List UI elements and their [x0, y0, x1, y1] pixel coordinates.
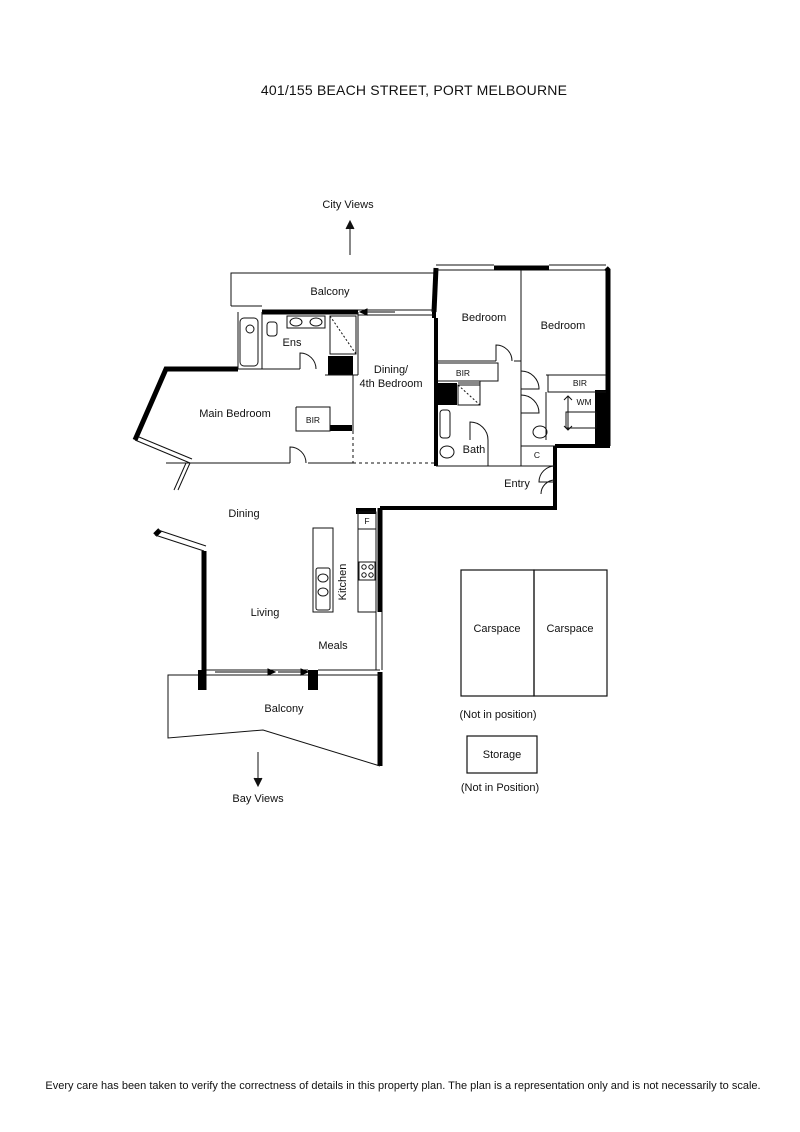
kitchen-fixtures	[312, 511, 377, 613]
plan-title: 401/155 BEACH STREET, PORT MELBOURNE	[260, 82, 568, 98]
bottom-balcony	[167, 674, 381, 767]
windows	[134, 264, 606, 676]
bathroom-fixtures	[239, 315, 573, 459]
carspace-1-label: Carspace	[473, 623, 520, 635]
wm-label: WM	[576, 397, 591, 407]
bir-bed2-label: BIR	[573, 378, 587, 388]
bay-views-label: Bay Views	[232, 793, 284, 805]
dining-4th-label-line2: 4th Bedroom	[360, 378, 423, 390]
dining-label: Dining	[228, 508, 259, 520]
living-label: Living	[251, 607, 280, 619]
carspace-storage	[460, 569, 608, 774]
fridge-label: F	[364, 516, 369, 526]
entry-label: Entry	[504, 478, 530, 490]
c-label: C	[534, 450, 540, 460]
bath-label: Bath	[463, 444, 486, 456]
carspace-note: (Not in position)	[459, 709, 536, 721]
top-balcony	[230, 272, 434, 307]
disclaimer: Every care has been taken to verify the …	[45, 1080, 761, 1092]
dining-4th-label-line1: Dining/	[374, 364, 409, 376]
ens-label: Ens	[283, 337, 302, 349]
bay-views-arrow	[253, 752, 263, 788]
bir-main-label: BIR	[306, 415, 320, 425]
bedroom-2-label: Bedroom	[541, 320, 586, 332]
interior-walls	[166, 270, 606, 467]
storage-label: Storage	[483, 749, 522, 761]
sliding-door-arrows	[215, 308, 395, 676]
exterior-walls	[132, 265, 611, 766]
city-views-label: City Views	[322, 199, 374, 211]
city-views-arrow	[345, 219, 355, 255]
kitchen-label: Kitchen	[337, 564, 349, 601]
balcony-bottom-label: Balcony	[264, 703, 304, 715]
bedroom-1-label: Bedroom	[462, 312, 507, 324]
wall-columns	[198, 356, 610, 690]
storage-note: (Not in Position)	[461, 782, 539, 794]
meals-label: Meals	[318, 640, 348, 652]
bir-bed1-label: BIR	[456, 368, 470, 378]
balcony-top-label: Balcony	[310, 286, 350, 298]
carspace-2-label: Carspace	[546, 623, 593, 635]
exterior-walls-2	[380, 312, 608, 510]
door-swings	[289, 344, 556, 495]
main-bedroom-label: Main Bedroom	[199, 408, 271, 420]
